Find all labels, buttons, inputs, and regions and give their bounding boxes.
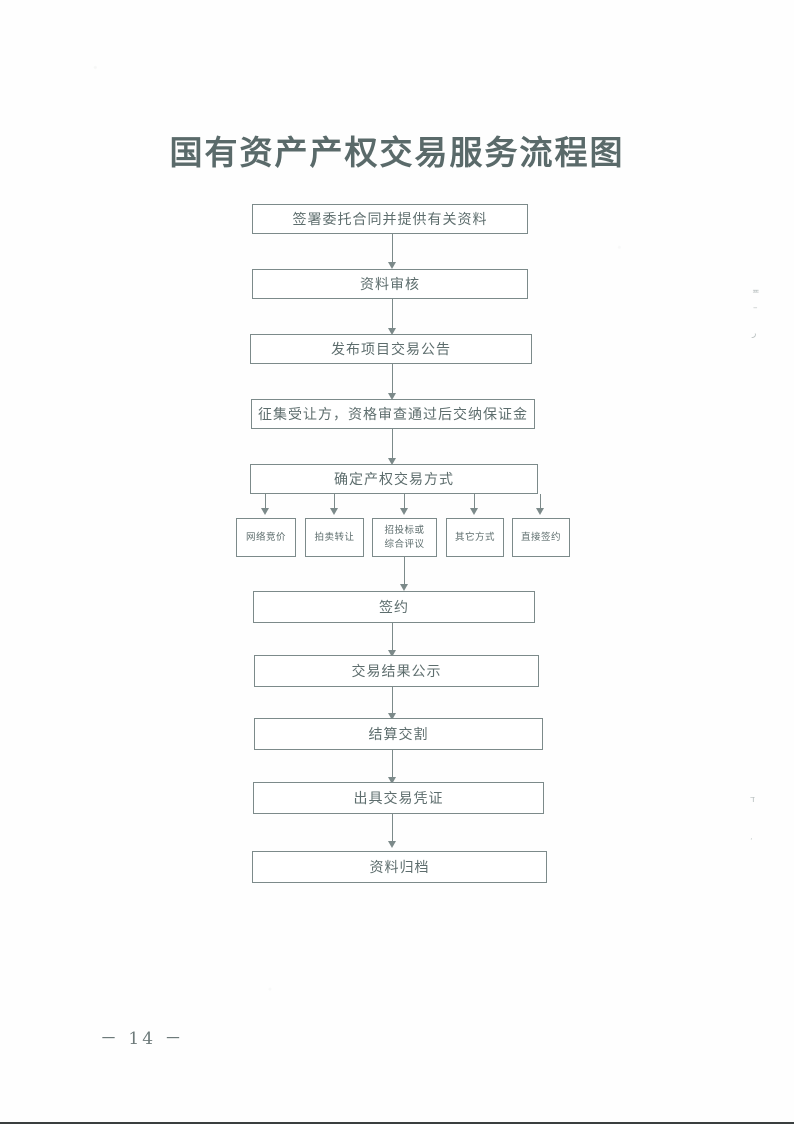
connector-step5-branch1 (265, 494, 267, 511)
page-number: － 14 － (100, 1029, 185, 1049)
connector-step7-step8 (392, 687, 394, 718)
flow-node-step5[interactable]: 确定产权交易方式 (250, 464, 538, 494)
flow-node-branch3[interactable]: 招投标或 综合评议 (372, 518, 437, 557)
connector-step5-branch2 (334, 494, 336, 511)
connector-step6-step7 (392, 623, 394, 655)
connector-step8-step9 (392, 750, 394, 782)
connector-branch3-step6 (404, 557, 406, 588)
arrowhead-step3 (388, 328, 396, 335)
flow-node-step7[interactable]: 交易结果公示 (254, 655, 539, 687)
arrowhead-step9 (388, 777, 396, 784)
branch4-line1: 其它方式 (454, 531, 495, 543)
branch2-line1: 拍卖转让 (314, 531, 355, 543)
arrowhead-step2 (388, 262, 396, 269)
scan-mark: ر (752, 329, 757, 339)
flow-node-step10[interactable]: 资料归档 (252, 851, 547, 883)
arrowhead-branch5 (536, 508, 544, 515)
arrowhead-step7 (388, 650, 396, 657)
flow-node-branch1[interactable]: 网络竞价 (236, 518, 296, 557)
flow-node-step9[interactable]: 出具交易凭证 (253, 782, 544, 814)
connector-step5-branch5 (540, 494, 542, 511)
branch1-line1: 网络竞价 (245, 531, 286, 543)
branch3-line1: 招投标或 (384, 524, 425, 536)
arrowhead-branch2 (330, 508, 338, 515)
arrowhead-step5 (388, 458, 396, 465)
scan-edge-line (0, 1122, 794, 1124)
connector-step1-step2 (392, 234, 394, 267)
page-title: 国有资产产权交易服务流程图 (169, 133, 625, 172)
arrowhead-step6 (400, 584, 408, 591)
arrowhead-step4 (388, 393, 396, 400)
arrowhead-branch1 (261, 508, 269, 515)
connector-step5-branch3 (404, 494, 406, 511)
flow-node-step4[interactable]: 征集受让方，资格审查通过后交纳保证金 (251, 399, 535, 429)
arrowhead-branch4 (470, 508, 478, 515)
flow-node-step8[interactable]: 结算交割 (254, 718, 543, 750)
scan-mark: ד (750, 795, 755, 805)
scan-mark: – (753, 303, 758, 313)
scan-mark: ≖ (752, 287, 760, 297)
branch3-line2: 综合评议 (384, 538, 425, 550)
connector-step5-branch4 (474, 494, 476, 511)
flow-node-branch4[interactable]: 其它方式 (446, 518, 504, 557)
flow-node-step1[interactable]: 签署委托合同并提供有关资料 (252, 204, 528, 234)
branch5-line1: 直接签约 (520, 531, 561, 543)
arrowhead-step8 (388, 713, 396, 720)
connector-step3-step4 (392, 364, 394, 398)
arrowhead-branch3 (400, 508, 408, 515)
flow-node-branch5[interactable]: 直接签约 (512, 518, 570, 557)
flow-node-step2[interactable]: 资料审核 (252, 269, 528, 299)
connector-step2-step3 (392, 299, 394, 333)
connector-step9-step10 (392, 814, 394, 846)
flow-node-step6[interactable]: 签约 (253, 591, 535, 623)
flow-node-branch2[interactable]: 拍卖转让 (305, 518, 364, 557)
arrowhead-step10 (388, 841, 396, 848)
connector-step4-step5 (392, 429, 394, 463)
flow-node-step3[interactable]: 发布项目交易公告 (250, 334, 532, 364)
